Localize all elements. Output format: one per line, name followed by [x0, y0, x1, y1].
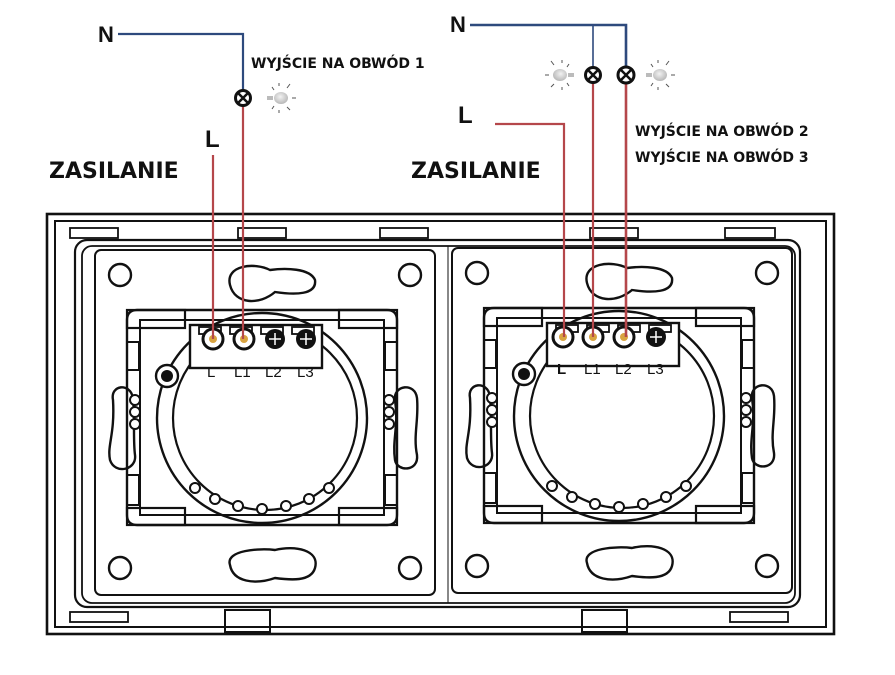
terminal-L3	[296, 329, 316, 349]
terminal-label-L3: L3	[297, 364, 314, 381]
output-label-circuit-1: WYJŚCIE NA OBWÓD 1	[251, 56, 425, 72]
neutral-label-right: N	[450, 12, 466, 37]
neutral-label-left: N	[98, 22, 114, 47]
terminal-label-L: L	[207, 364, 216, 381]
lamp-symbol-icon	[234, 89, 252, 107]
output-label-circuit-3: WYJŚCIE NA OBWÓD 3	[635, 150, 809, 166]
lamp-symbol-icon	[584, 66, 602, 84]
neutral-wire	[470, 23, 628, 67]
left-wiring	[118, 32, 296, 339]
lamp-symbol-icon	[616, 65, 636, 85]
live-label-right: L	[458, 102, 473, 129]
bulb-icon	[267, 83, 296, 113]
bulb-icon	[646, 60, 675, 90]
supply-label-right: ZASILANIE	[411, 159, 541, 184]
right-wiring	[470, 23, 675, 337]
terminal-L3	[646, 327, 666, 347]
bulb-icon	[545, 60, 574, 90]
terminal-label-L1: L1	[584, 361, 601, 378]
output-label-circuit-2: WYJŚCIE NA OBWÓD 2	[635, 124, 809, 140]
supply-label-left: ZASILANIE	[49, 159, 179, 184]
terminal-label-L: L	[557, 361, 567, 378]
terminal-L2	[612, 325, 636, 349]
terminal-label-L2: L2	[265, 364, 282, 381]
terminal-label-L1: L1	[234, 364, 251, 381]
switch-frame	[45, 212, 836, 636]
terminal-label-L3: L3	[647, 361, 664, 378]
live-label-left: L	[205, 126, 220, 153]
neutral-wire	[118, 32, 245, 90]
terminal-label-L2: L2	[615, 361, 632, 378]
live-wire-supply	[495, 122, 566, 337]
terminal-L2	[265, 329, 285, 349]
